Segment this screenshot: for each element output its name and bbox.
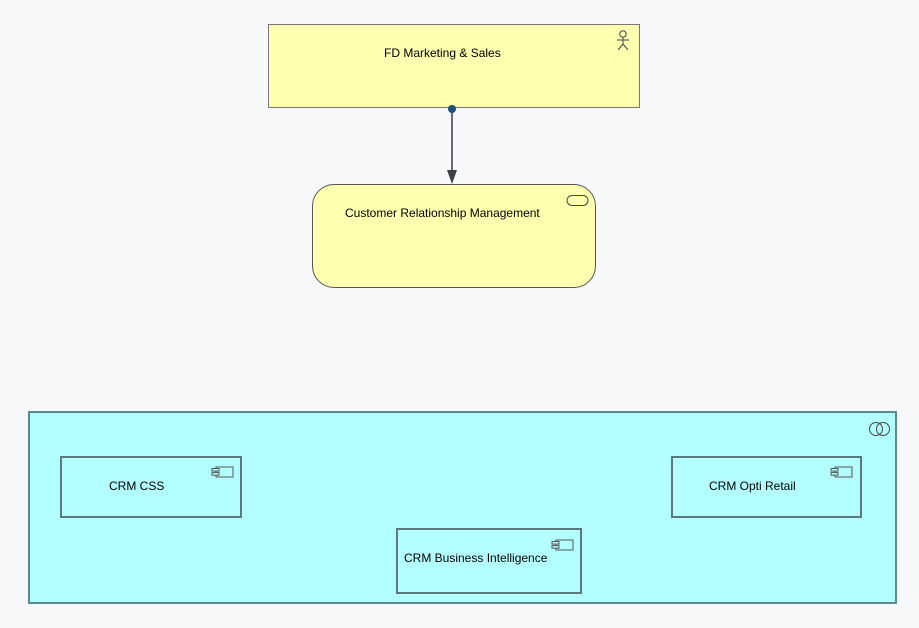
component-label: CRM Business Intelligence — [404, 551, 548, 565]
component-crm-business-intelligence[interactable]: CRM Business Intelligence — [396, 528, 582, 594]
component-label: CRM Opti Retail — [709, 479, 796, 493]
actor-fd-marketing-sales[interactable]: FD Marketing & Sales — [268, 24, 640, 108]
component-crm-css[interactable]: CRM CSS — [60, 456, 242, 518]
application-collaboration[interactable]: CRM CSS CRM Opti Retail CRM Business Int… — [28, 411, 897, 604]
actor-label: FD Marketing & Sales — [384, 46, 501, 60]
service-icon — [566, 195, 589, 206]
service-customer-relationship-management[interactable]: Customer Relationship Management — [312, 184, 596, 288]
component-icon — [551, 539, 574, 551]
component-label: CRM CSS — [109, 479, 165, 493]
component-icon — [211, 466, 234, 478]
actor-icon — [617, 30, 629, 51]
service-label: Customer Relationship Management — [345, 206, 540, 220]
component-icon — [830, 466, 853, 478]
edge-arrowhead — [447, 170, 457, 184]
component-crm-opti-retail[interactable]: CRM Opti Retail — [671, 456, 862, 518]
collaboration-icon — [869, 422, 890, 436]
